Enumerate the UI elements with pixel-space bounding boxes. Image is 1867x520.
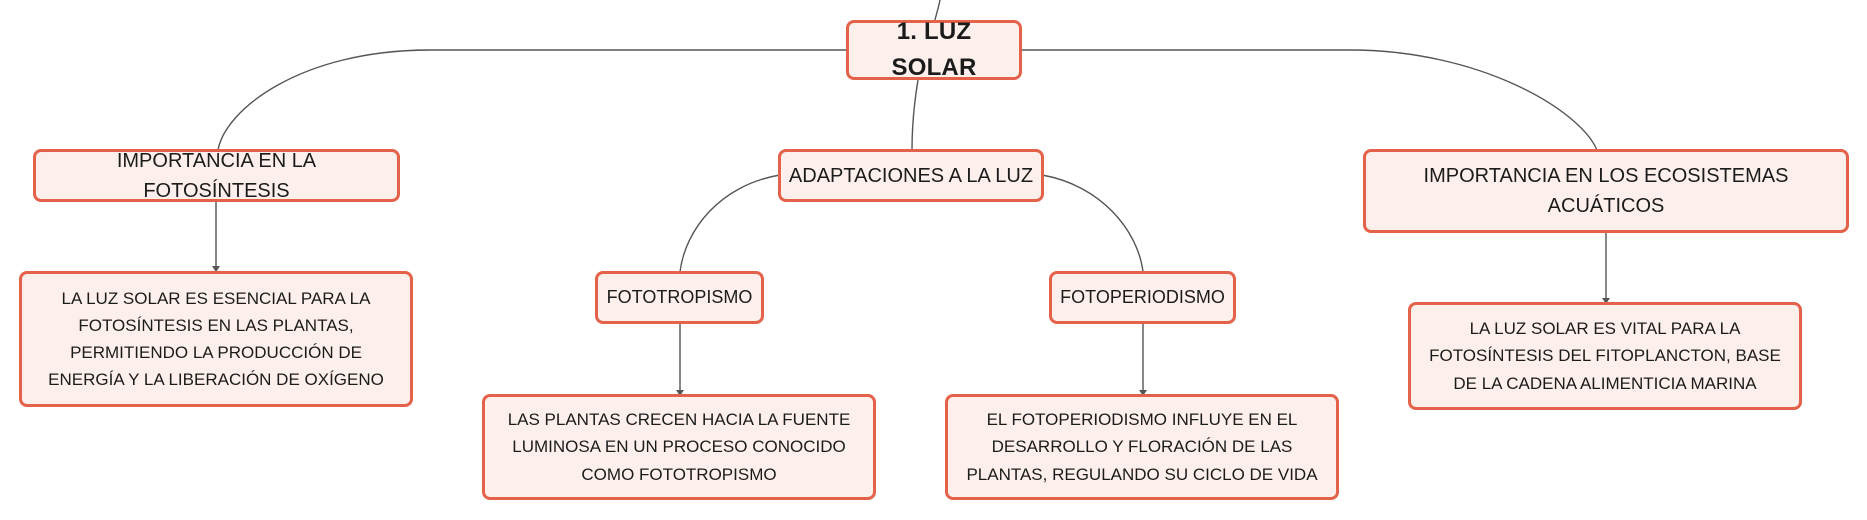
node-importancia-fotosintesis-label: IMPORTANCIA EN LA FOTOSÍNTESIS xyxy=(116,149,317,202)
root-node[interactable]: 1. LUZ SOLAR xyxy=(846,18,1022,81)
node-fotoperiodismo-label: FOTOPERIODISMO xyxy=(1060,287,1225,307)
node-fototropismo-label: FOTOTROPISMO xyxy=(606,287,753,307)
node-importancia-ecosistemas[interactable]: IMPORTANCIA EN LOS ECOSISTEMAS ACUÁTICOS xyxy=(1363,149,1849,233)
detail-fotosintesis[interactable]: LA LUZ SOLAR ES ESENCIAL PARA LA FOTOSÍN… xyxy=(19,271,413,407)
connector-adaptaciones-fototropismo xyxy=(679,174,781,273)
detail-fotoperiodismo[interactable]: EL FOTOPERIODISMO INFLUYE EN EL DESARROL… xyxy=(945,394,1339,500)
connector-adaptaciones-fotoperiodismo xyxy=(1041,174,1144,273)
root-node-label: 1. LUZ SOLAR xyxy=(891,18,977,81)
node-importancia-ecosistemas-label: IMPORTANCIA EN LOS ECOSISTEMAS ACUÁTICOS xyxy=(1423,165,1789,217)
node-fototropismo[interactable]: FOTOTROPISMO xyxy=(595,271,764,324)
node-adaptaciones-luz-label: ADAPTACIONES A LA LUZ xyxy=(788,164,1034,187)
arrowhead-fotoperiodismo-detail xyxy=(1139,390,1147,396)
connector-root-fotosintesis xyxy=(217,49,848,151)
detail-fotosintesis-text: LA LUZ SOLAR ES ESENCIAL PARA LA FOTOSÍN… xyxy=(48,288,384,390)
connector-root-ecosistemas xyxy=(1020,49,1598,151)
node-fotoperiodismo[interactable]: FOTOPERIODISMO xyxy=(1049,271,1236,324)
detail-ecosistemas[interactable]: LA LUZ SOLAR ES VITAL PARA LA FOTOSÍNTES… xyxy=(1408,302,1802,410)
arrowhead-fototropismo-detail xyxy=(676,390,684,396)
detail-fototropismo[interactable]: LAS PLANTAS CRECEN HACIA LA FUENTE LUMIN… xyxy=(482,394,876,500)
arrowhead-ecosistemas-detail xyxy=(1602,298,1610,304)
node-adaptaciones-luz[interactable]: ADAPTACIONES A LA LUZ xyxy=(778,149,1044,202)
connector-incoming xyxy=(934,0,941,21)
connector-root-adaptaciones xyxy=(911,79,919,151)
detail-fototropismo-text: LAS PLANTAS CRECEN HACIA LA FUENTE LUMIN… xyxy=(507,410,851,484)
detail-ecosistemas-text: LA LUZ SOLAR ES VITAL PARA LA FOTOSÍNTES… xyxy=(1429,319,1781,393)
node-importancia-fotosintesis[interactable]: IMPORTANCIA EN LA FOTOSÍNTESIS xyxy=(33,149,400,202)
arrowhead-fotosintesis-detail xyxy=(212,266,220,272)
detail-fotoperiodismo-text: EL FOTOPERIODISMO INFLUYE EN EL DESARROL… xyxy=(966,410,1318,484)
